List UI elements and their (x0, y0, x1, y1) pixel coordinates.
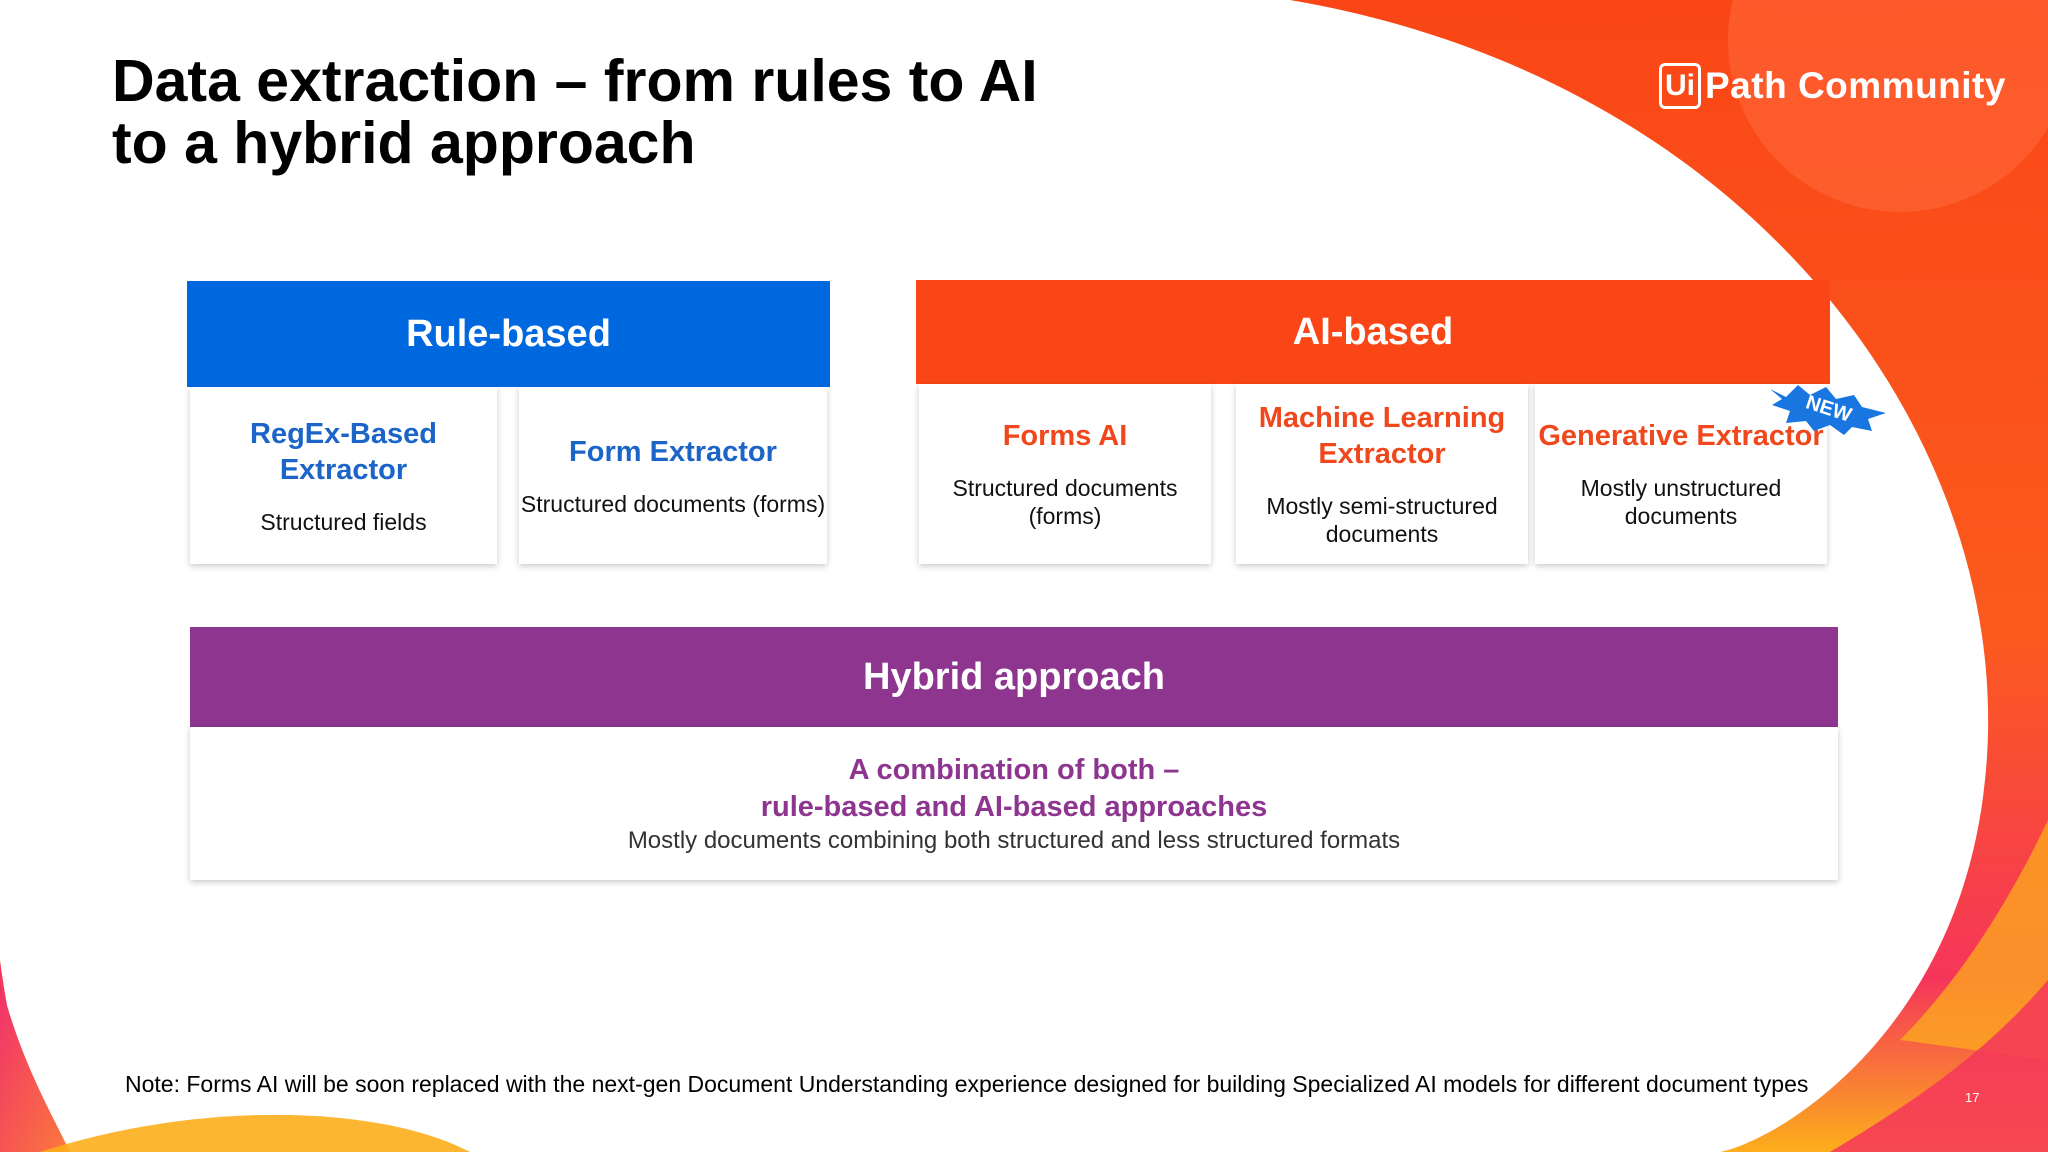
form-extractor-title: Form Extractor (569, 435, 777, 468)
new-badge-icon: NEW (1770, 385, 1886, 435)
generative-extractor-card: Generative Extractor Mostly unstructured… (1535, 384, 1827, 564)
title-line-2: to a hybrid approach (112, 110, 696, 176)
forms-ai-title: Forms AI (1002, 420, 1128, 452)
regex-extractor-title: RegEx-Based Extractor (250, 417, 437, 486)
logo-mark: Ui (1659, 63, 1701, 109)
uipath-community-logo: Ui Path Community (1659, 61, 2006, 111)
hybrid-title-line-1: A combination of both – (848, 753, 1180, 786)
forms-ai-desc: Structured documents (forms) (952, 475, 1178, 529)
hybrid-approach-card: A combination of both – rule-based and A… (190, 727, 1838, 880)
generative-extractor-title: Generative Extractor (1538, 420, 1824, 452)
slide-title: Data extraction – from rules to AI to a … (112, 50, 1112, 174)
ai-based-header: AI-based (916, 280, 1830, 384)
forms-ai-card: Forms AI Structured documents (forms) (919, 384, 1211, 564)
logo-wordmark: Path Community (1705, 65, 2006, 106)
regex-extractor-desc: Structured fields (260, 508, 427, 535)
ml-extractor-desc: Mostly semi-structured documents (1266, 493, 1498, 547)
ml-extractor-card: Machine Learning Extractor Mostly semi-s… (1236, 384, 1528, 564)
hybrid-description: Mostly documents combining both structur… (627, 826, 1401, 854)
form-extractor-card: Form Extractor Structured documents (for… (519, 387, 827, 564)
form-extractor-desc: Structured documents (forms) (520, 490, 826, 517)
footnote: Note: Forms AI will be soon replaced wit… (125, 1071, 1809, 1097)
ml-extractor-title: Machine Learning Extractor (1258, 402, 1506, 470)
generative-extractor-desc: Mostly unstructured documents (1580, 475, 1782, 529)
page-number: 17 (1965, 1090, 1980, 1105)
hybrid-title-line-2: rule-based and AI-based approaches (760, 790, 1268, 823)
title-line-1: Data extraction – from rules to AI (112, 48, 1038, 114)
regex-extractor-card: RegEx-Based Extractor Structured fields (190, 387, 497, 564)
rule-based-header: Rule-based (187, 281, 830, 387)
hybrid-approach-header: Hybrid approach (190, 627, 1838, 727)
